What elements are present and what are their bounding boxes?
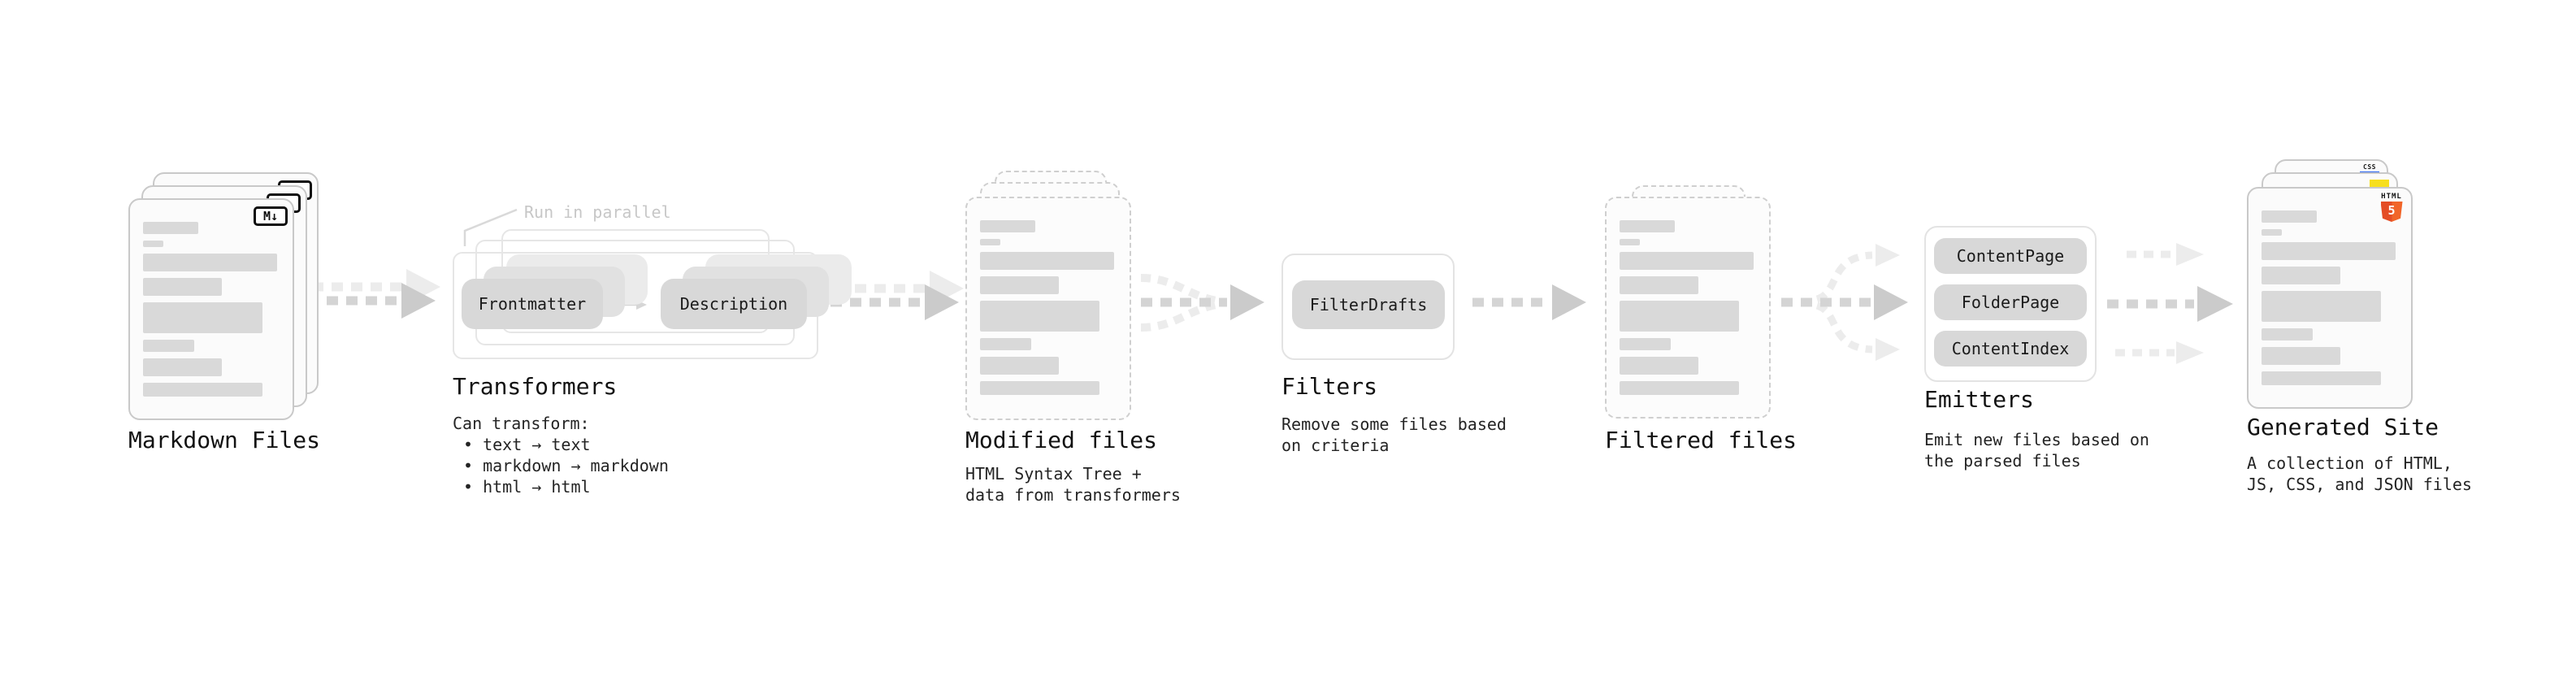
transformers-bullet: • text → text	[463, 435, 591, 454]
text-line-placeholder	[1620, 357, 1698, 375]
html5-icon: HTML 5	[2379, 193, 2405, 222]
text-line-placeholder	[980, 220, 1035, 232]
text-line-placeholder	[2262, 267, 2340, 284]
emitters-desc: the parsed files	[1924, 451, 2081, 471]
contentpage-pill: ContentPage	[1934, 238, 2087, 274]
parallel-arrows-emitters-to-generated	[2107, 243, 2233, 364]
filters-desc: Remove some files based	[1281, 414, 1507, 434]
text-line-placeholder	[980, 381, 1099, 395]
text-line-placeholder	[980, 301, 1099, 332]
text-line-placeholder	[980, 252, 1114, 270]
merge-arrow-modified-to-filters	[1140, 274, 1264, 332]
text-line-placeholder	[1620, 381, 1739, 395]
text-line-placeholder	[2262, 347, 2340, 365]
text-line-placeholder	[1620, 276, 1698, 294]
filters-desc: on criteria	[1281, 436, 1390, 455]
contentindex-pill: ContentIndex	[1934, 331, 2087, 367]
text-line-placeholder	[143, 302, 262, 333]
folderpage-pill: FolderPage	[1934, 284, 2087, 320]
text-line-placeholder	[143, 340, 194, 352]
text-line-placeholder	[143, 358, 222, 376]
text-line-placeholder	[143, 241, 163, 247]
flow-arrow-filters-to-filtered	[1472, 284, 1586, 320]
document-text-placeholder	[143, 222, 277, 403]
stage-label-filters: Filters	[1281, 373, 1378, 400]
transformers-bullet: • html → html	[463, 477, 591, 497]
document-text-placeholder	[980, 220, 1114, 401]
run-in-parallel-annotation: Run in parallel	[524, 202, 671, 222]
stage-label-markdown-files: Markdown Files	[128, 427, 321, 453]
text-line-placeholder	[2262, 242, 2396, 260]
modified-files-desc: data from transformers	[965, 485, 1181, 505]
markdown-file-card: M↓	[128, 198, 294, 420]
transformers-bullet: • markdown → markdown	[463, 456, 669, 475]
flow-arrow-transformers-to-modified	[830, 271, 964, 320]
text-line-placeholder	[2262, 328, 2313, 340]
generated-site-desc: JS, CSS, and JSON files	[2247, 475, 2472, 494]
callout-line	[463, 208, 518, 246]
stage-label-generated-site: Generated Site	[2247, 414, 2439, 440]
text-line-placeholder	[1620, 239, 1640, 245]
modified-file-card	[965, 197, 1131, 420]
text-line-placeholder	[980, 276, 1059, 294]
text-line-placeholder	[2262, 371, 2381, 385]
split-arrow-filtered-to-emitters	[1781, 244, 1908, 361]
text-line-placeholder	[980, 239, 1000, 245]
stage-label-modified-files: Modified files	[965, 427, 1158, 453]
text-line-placeholder	[2262, 229, 2282, 236]
text-line-placeholder	[143, 254, 277, 271]
text-line-placeholder	[2262, 291, 2381, 322]
flow-arrow-markdown-to-transformers	[307, 269, 440, 319]
filterdrafts-pill: FilterDrafts	[1292, 280, 1445, 329]
text-line-placeholder	[1620, 220, 1675, 232]
generated-html-file-card: HTML 5	[2247, 187, 2413, 409]
text-line-placeholder	[980, 357, 1059, 375]
text-line-placeholder	[1620, 252, 1754, 270]
generated-site-desc: A collection of HTML,	[2247, 453, 2452, 473]
transformers-desc-title: Can transform:	[453, 414, 590, 433]
text-line-placeholder	[143, 278, 222, 296]
text-line-placeholder	[2262, 210, 2317, 223]
text-line-placeholder	[980, 338, 1031, 350]
stage-label-transformers: Transformers	[453, 373, 618, 400]
text-line-placeholder	[143, 222, 198, 234]
javascript-icon	[2370, 180, 2389, 189]
filtered-file-card	[1605, 197, 1771, 419]
document-text-placeholder	[2262, 210, 2396, 392]
frontmatter-pill: Frontmatter	[462, 279, 603, 329]
description-pill: Description	[661, 279, 807, 329]
modified-files-desc: HTML Syntax Tree +	[965, 464, 1142, 484]
markdown-icon: M↓	[254, 206, 288, 226]
stage-label-filtered-files: Filtered files	[1605, 427, 1798, 453]
stage-label-emitters: Emitters	[1924, 386, 2034, 413]
emitters-desc: Emit new files based on	[1924, 430, 2149, 449]
text-line-placeholder	[1620, 338, 1671, 350]
document-text-placeholder	[1620, 220, 1754, 401]
text-line-placeholder	[1620, 301, 1739, 332]
text-line-placeholder	[143, 383, 262, 397]
